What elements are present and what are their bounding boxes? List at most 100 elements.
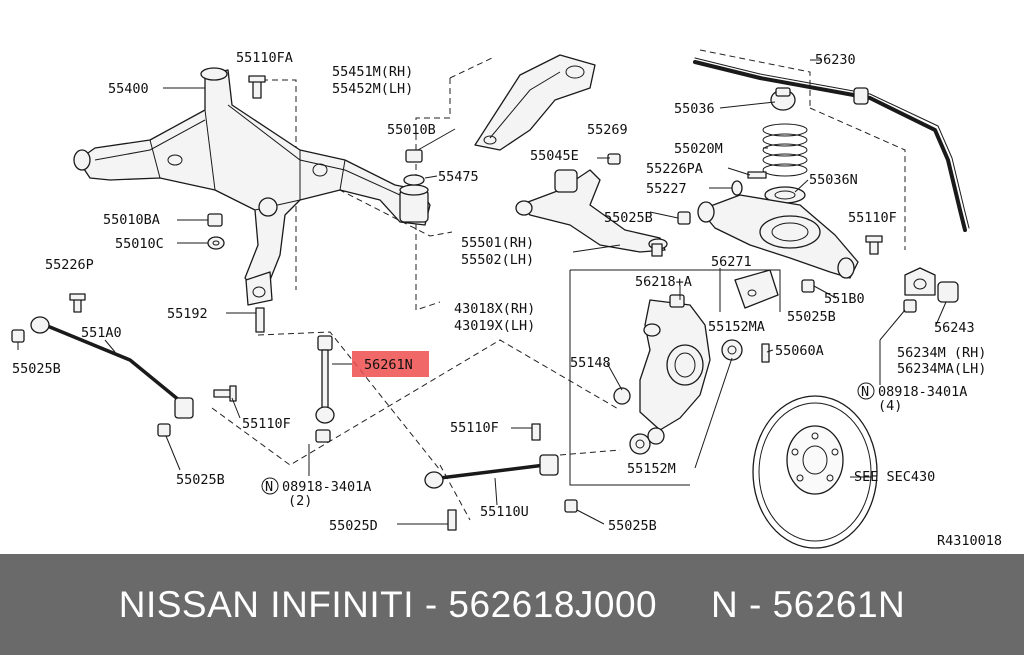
label-55110FA: 55110FA (236, 50, 293, 66)
label-55400: 55400 (108, 81, 149, 97)
label-55025D: 55025D (329, 518, 378, 534)
label-55020M: 55020M (674, 141, 723, 157)
part-number-footer: NISSAN INFINITI - 562618J000 N - 56261N (0, 554, 1024, 655)
label-551B0: 551B0 (824, 291, 865, 307)
bolt-55110FA (248, 75, 266, 99)
footer-part-number-text: NISSAN INFINITI - 562618J000 N - 56261N (118, 583, 906, 625)
diagram-reference-code: R4310018 (937, 533, 1002, 549)
label-43018X: 43018X(RH) (454, 301, 535, 317)
label-56234M: 56234M (RH) (897, 345, 986, 361)
nut-55025B-mid (677, 211, 691, 225)
label-08918-right: 08918-3401A (878, 384, 967, 400)
rear-suspension-diagram: 55110FA 55400 55451M(RH) 55452M(LH) 5501… (11, 49, 1002, 549)
label-56230: 56230 (815, 52, 856, 68)
label-55025B-bottom: 55025B (608, 518, 657, 534)
bump-stop-55036 (770, 87, 796, 111)
label-n-right: N (861, 384, 869, 400)
bolt-55192 (255, 307, 265, 333)
label-55110F-mid: 55110F (450, 420, 499, 436)
bolt-55226P (69, 293, 86, 313)
label-55025B-left: 55025B (12, 361, 61, 377)
coil-spring-55020M (762, 123, 808, 177)
bushing-55152MA (721, 339, 743, 361)
label-55451M: 55451M(RH) (332, 64, 413, 80)
label-55152MA: 55152MA (708, 319, 765, 335)
bracket-56271 (734, 269, 779, 309)
label-56271: 56271 (711, 254, 752, 270)
highlight-56261N (352, 351, 429, 377)
nut-55025B-bottom (564, 499, 578, 513)
bolt-55226PA (747, 171, 767, 179)
label-56218A: 56218+A (635, 274, 692, 290)
toe-link-55110U (424, 454, 559, 489)
label-55475: 55475 (438, 169, 479, 185)
leader-lines (17, 59, 947, 525)
stabilizer-link-56261N (315, 335, 335, 443)
washer-55010C (207, 236, 225, 250)
label-n-left: N (265, 479, 273, 495)
n-marker-left (261, 477, 279, 495)
bushing-55148 (613, 387, 631, 405)
label-55036: 55036 (674, 101, 715, 117)
label-43019X: 43019X(LH) (454, 318, 535, 334)
stabilizer-bar-56230 (693, 57, 970, 232)
lateral-link-551A0 (30, 316, 194, 419)
bolt-55025D (447, 509, 457, 531)
nut-55025B-right (801, 279, 815, 293)
label-55502: 55502(LH) (461, 252, 534, 268)
washer-55227 (731, 180, 743, 196)
label-55025B-lower: 55025B (176, 472, 225, 488)
nut-55010BA (207, 213, 223, 227)
label-56234MA: 56234MA(LH) (897, 361, 986, 377)
clamp-56234M (904, 267, 936, 296)
label-55110U: 55110U (480, 504, 529, 520)
n-marker-right (857, 382, 875, 400)
label-55045E: 55045E (530, 148, 579, 164)
label-55010B: 55010B (387, 122, 436, 138)
spring-seat-55036N (764, 186, 806, 204)
label-see-sec430: SEE SEC430 (854, 469, 935, 485)
label-55227: 55227 (646, 181, 687, 197)
label-551A0: 551A0 (81, 325, 122, 341)
label-55010C: 55010C (115, 236, 164, 252)
label-55110F-right: 55110F (848, 210, 897, 226)
knuckle-frame-box (569, 269, 781, 486)
rear-subframe-55400 (73, 67, 431, 306)
label-55501: 55501(RH) (461, 235, 534, 251)
nut-55025B-lower (157, 423, 171, 437)
label-55025B-right: 55025B (787, 309, 836, 325)
lower-arm-551B0 (697, 194, 859, 279)
upper-link-55501 (515, 169, 668, 257)
bushing-55152M (629, 427, 665, 455)
bolt-55060A (761, 343, 770, 363)
dashed-reference-lines (211, 49, 906, 521)
label-55152M: 55152M (627, 461, 676, 477)
label-08918-left-qty: (2) (288, 493, 312, 509)
label-55110F-left: 55110F (242, 416, 291, 432)
nut-08918-right (903, 299, 917, 313)
knuckle-43018X (639, 294, 711, 431)
label-55269: 55269 (587, 122, 628, 138)
label-55010BA: 55010BA (103, 212, 160, 228)
bracket-55451M (474, 54, 596, 151)
label-55452M: 55452M(LH) (332, 81, 413, 97)
part-labels: 55110FA 55400 55451M(RH) 55452M(LH) 5501… (12, 50, 1002, 549)
label-55025B-mid: 55025B (604, 210, 653, 226)
label-56243: 56243 (934, 320, 975, 336)
bolt-55110F-right (865, 235, 883, 255)
label-55226PA: 55226PA (646, 161, 703, 177)
nut-55025B-left (11, 329, 25, 343)
label-08918-left: 08918-3401A (282, 479, 371, 495)
bushing-56243 (937, 281, 959, 303)
label-08918-right-qty: (4) (878, 398, 902, 414)
label-56261N[interactable]: 56261N (364, 357, 413, 373)
label-55036N: 55036N (809, 172, 858, 188)
brake-rotor (752, 395, 878, 549)
label-55226P: 55226P (45, 257, 94, 273)
bolt-55110F-mid (531, 423, 541, 441)
label-55148: 55148 (570, 355, 611, 371)
label-55060A: 55060A (775, 343, 824, 359)
label-55192: 55192 (167, 306, 208, 322)
nut-55269 (607, 153, 621, 165)
